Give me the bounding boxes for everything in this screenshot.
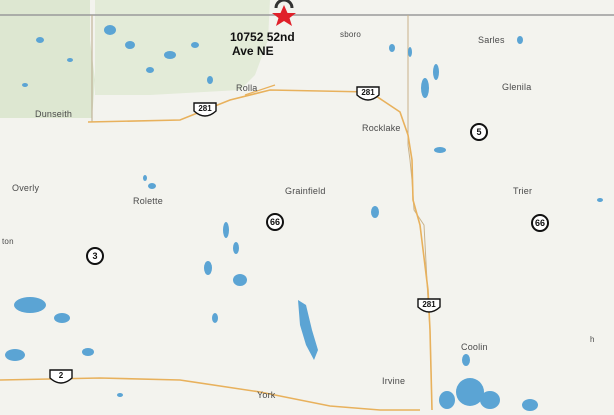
place-label-grainfield: Grainfield (285, 186, 326, 196)
place-label-sboro: sboro (340, 30, 362, 39)
place-label-york: York (257, 390, 276, 400)
route-number: 281 (422, 300, 436, 309)
route-number: 66 (534, 218, 545, 228)
us-shield-icon (193, 102, 217, 117)
star-marker-icon (272, 5, 296, 26)
road-us2 (0, 377, 420, 411)
us-route-shield-281: 281 (192, 101, 218, 119)
state-route-marker-66: 66 (266, 213, 284, 231)
place-label-h: h (590, 335, 595, 344)
route-number: 5 (476, 127, 482, 137)
road-us281-east (369, 91, 433, 411)
pin-icon (274, 0, 294, 9)
address-line1: 10752 52nd (230, 30, 295, 44)
route-number: 281 (361, 88, 375, 97)
place-label-rolette: Rolette (133, 196, 163, 206)
us-shield-icon (417, 298, 441, 313)
address-label: 10752 52nd Ave NE (230, 30, 295, 58)
us-route-shield-281: 281 (416, 297, 442, 315)
state-route-marker-66: 66 (531, 214, 549, 232)
route-number: 281 (198, 104, 212, 113)
us-shield-icon (356, 86, 380, 101)
lakes (5, 25, 603, 411)
us-shield-icon (49, 369, 73, 384)
road-local (244, 84, 276, 96)
forest-area-park (95, 0, 270, 95)
place-label-glenila: Glenila (502, 82, 532, 92)
place-label-rocklake: Rocklake (362, 123, 401, 133)
us-route-shield-2: 2 (48, 368, 74, 386)
address-line2: Ave NE (232, 44, 274, 58)
forest-area (0, 0, 95, 118)
place-label-rolla: Rolla (236, 83, 258, 93)
place-label-ton: ton (2, 237, 14, 246)
state-route-marker-3: 3 (86, 247, 104, 265)
route-number: 66 (269, 217, 280, 227)
county-line (407, 15, 433, 411)
place-label-overly: Overly (12, 183, 40, 193)
place-label-coolin: Coolin (461, 342, 488, 352)
road-us281-west (87, 89, 371, 123)
us-route-shield-281: 281 (355, 85, 381, 103)
route-number: 3 (92, 251, 98, 261)
state-route-marker-5: 5 (470, 123, 488, 141)
place-label-irvine: Irvine (382, 376, 406, 386)
place-label-trier: Trier (513, 186, 533, 196)
route-number: 2 (58, 371, 64, 380)
place-label-dunseith: Dunseith (35, 109, 73, 119)
place-label-sarles: Sarles (478, 35, 505, 45)
